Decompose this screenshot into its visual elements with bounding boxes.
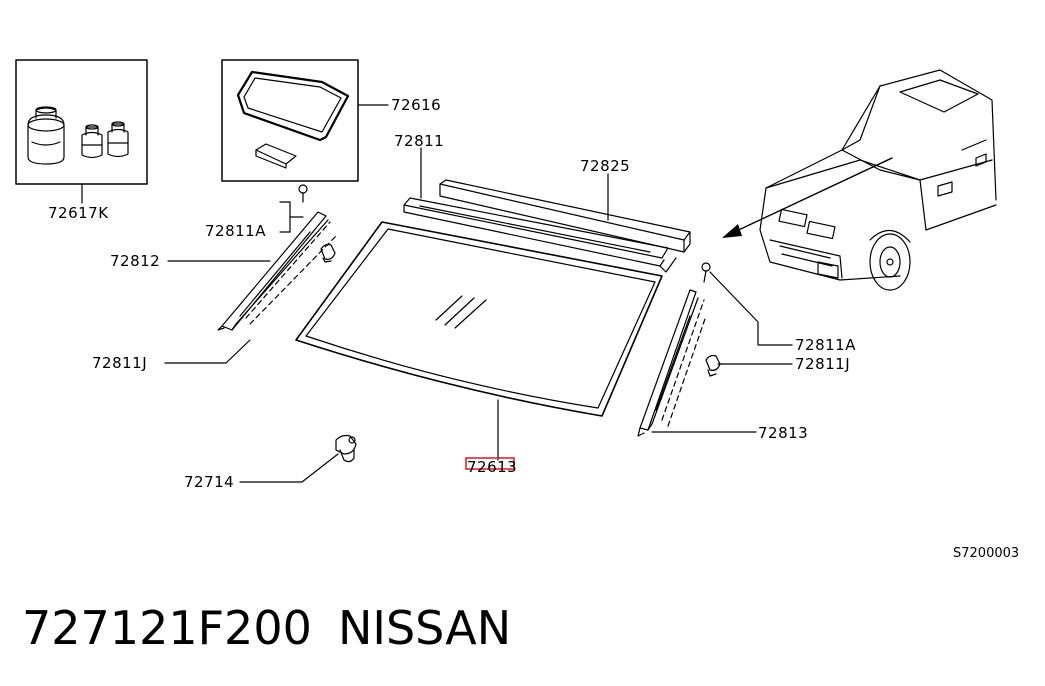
callout-72617k: 72617K <box>48 204 109 222</box>
part-number: 727121F200 <box>22 601 312 655</box>
vehicle-icon <box>759 69 997 291</box>
sealant-kit-box <box>15 59 148 204</box>
primer-jar-icon <box>27 106 65 165</box>
glass-reflection-icon <box>435 295 487 329</box>
windshield-glass <box>295 221 663 417</box>
callout-72811a-right: 72811A <box>795 336 856 354</box>
callout-72811j-left: 72811J <box>92 354 147 372</box>
trim-clip-icon <box>255 143 297 169</box>
adhesive-bottle-icon <box>81 124 103 159</box>
callout-72811j-right: 72811J <box>795 355 850 373</box>
left-clip-icon <box>298 184 336 263</box>
callout-72812: 72812 <box>110 252 160 270</box>
molding-ring-icon <box>236 70 350 142</box>
callout-72813: 72813 <box>758 424 808 442</box>
callout-72616: 72616 <box>391 96 441 114</box>
callout-72811a-left: 72811A <box>205 222 266 240</box>
callout-72613: 72613 <box>467 458 517 476</box>
callout-72825: 72825 <box>580 157 630 175</box>
top-rail <box>439 179 691 253</box>
activator-bottle-icon <box>107 121 129 158</box>
highlight-box <box>465 457 515 470</box>
callout-72714: 72714 <box>184 473 234 491</box>
leader-lines <box>164 147 793 483</box>
view-arrow-icon <box>729 157 893 235</box>
callout-72811: 72811 <box>394 132 444 150</box>
right-side-molding <box>637 289 707 437</box>
molding-kit-box <box>221 59 389 182</box>
stopper-icon <box>335 434 357 463</box>
top-molding <box>403 197 677 273</box>
diagram-code: S7200003 <box>953 546 1019 561</box>
brand-name: NISSAN <box>338 601 512 655</box>
view-arrowhead-icon <box>722 224 742 238</box>
